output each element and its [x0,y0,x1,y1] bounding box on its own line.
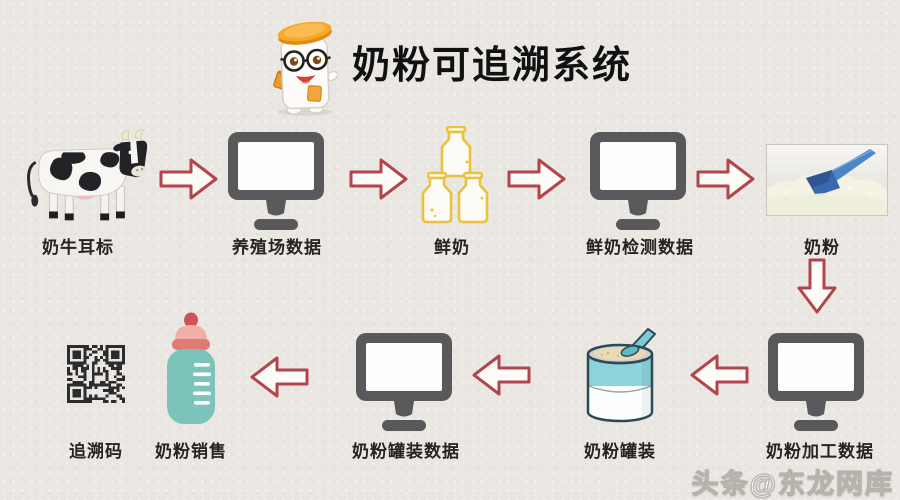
computer-monitor-icon [228,132,324,230]
step-label-canning-data: 奶粉罐装数据 [352,442,460,461]
page-title: 奶粉可追溯系统 [352,45,633,87]
computer-monitor-icon [590,132,686,230]
computer-monitor-icon [768,333,864,431]
arrow-right-icon [349,158,408,200]
step-label-sales: 奶粉销售 [155,442,227,461]
step-label-processing-data: 奶粉加工数据 [766,442,874,461]
milk-powder-photo [766,144,888,216]
arrow-right-icon [507,158,566,200]
milk-powder-can-icon [586,328,656,423]
milk-bottles-icon [421,126,489,224]
arrow-down-icon [797,258,837,314]
arrow-left-icon [250,356,309,398]
watermark: 头条@东龙网库 [691,468,894,499]
step-label-fresh-milk: 鲜奶 [434,238,470,257]
arrow-left-icon [472,354,531,396]
arrow-right-icon [696,158,755,200]
cow-icon [27,129,148,221]
step-label-farm-data: 养殖场数据 [232,238,322,257]
step-label-milk-powder: 奶粉 [804,238,840,257]
computer-monitor-icon [356,333,452,431]
baby-bottle-icon [167,312,215,424]
milk-can-mascot-icon [273,21,339,116]
arrow-left-icon [690,354,749,396]
step-label-milk-test-data: 鲜奶检测数据 [586,238,694,257]
step-label-canning: 奶粉罐装 [584,442,656,461]
arrow-right-icon [159,158,218,200]
qr-code-icon [67,345,125,403]
step-label-cow-ear-tag: 奶牛耳标 [42,238,114,257]
step-label-trace-code: 追溯码 [69,442,123,461]
